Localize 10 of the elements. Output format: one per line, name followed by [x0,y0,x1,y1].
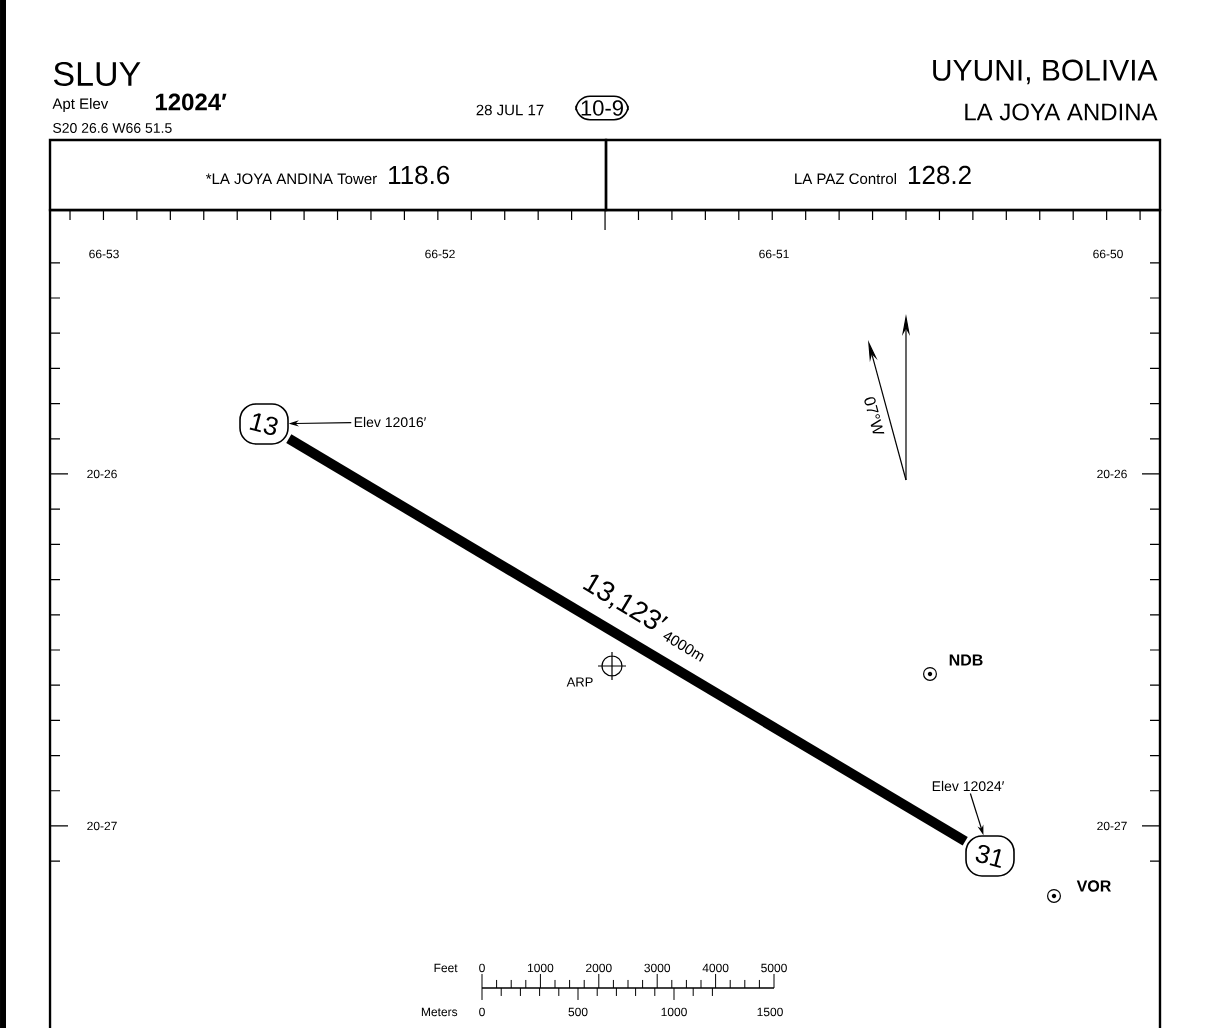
navaid-label: NDB [949,654,983,666]
navaid-label: VOR [1076,880,1111,892]
airport-code: SLUY [53,61,141,87]
chart-number-box: 10-9 [575,95,629,121]
location-name: UYUNI, BOLIVIA [933,59,1158,85]
runway [286,434,968,846]
runway-number-box: 13 [239,403,289,445]
runway-number-box: 31 [965,835,1015,877]
variation-label: 07°W [864,397,885,434]
elevation-value: 12024′ [155,93,227,111]
